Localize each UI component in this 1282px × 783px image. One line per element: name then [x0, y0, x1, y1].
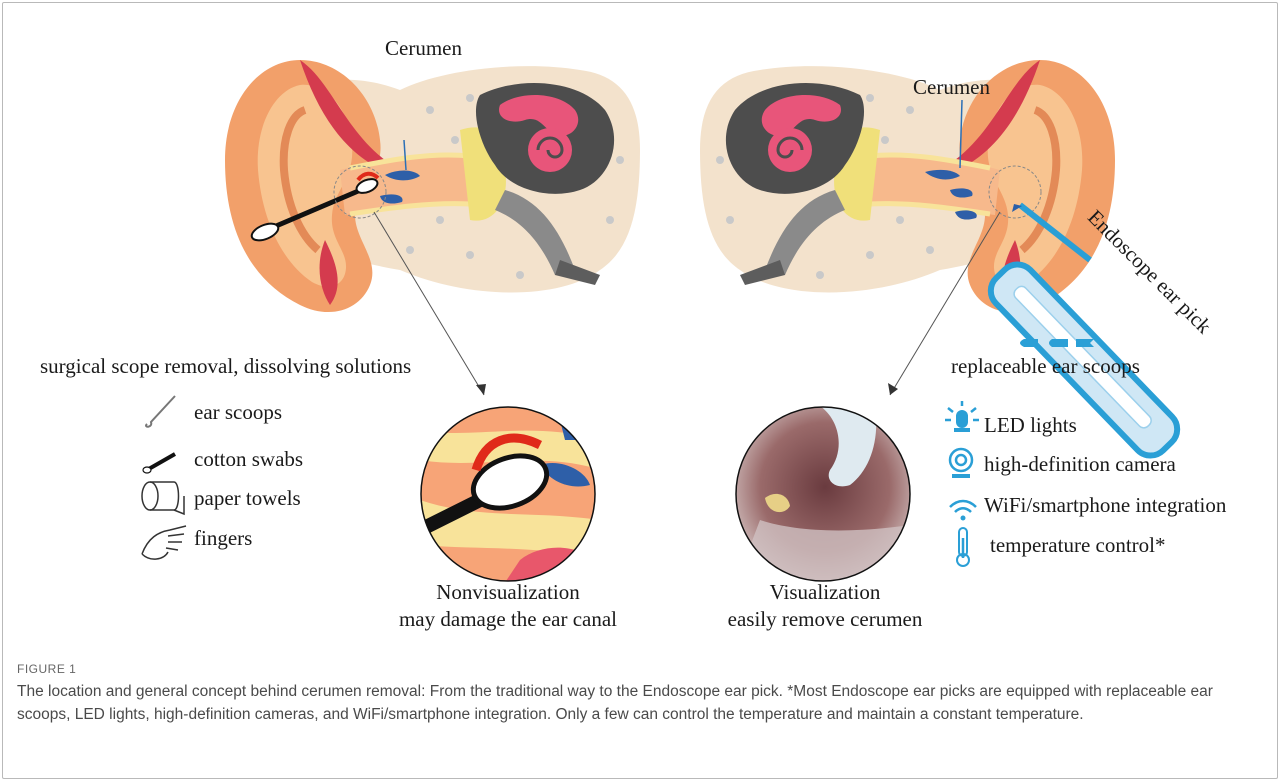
led-light-icon: [944, 400, 980, 441]
caption-line: easily remove cerumen: [700, 606, 950, 633]
caption-line: Visualization: [700, 579, 950, 606]
scoop-tips: [1020, 339, 1094, 347]
traditional-item-label: fingers: [194, 526, 252, 551]
replaceable-label: replaceable ear scoops: [951, 354, 1140, 379]
caption-nonvisualization: Nonvisualization may damage the ear cana…: [370, 579, 646, 633]
traditional-item-label: paper towels: [194, 486, 301, 511]
traditional-item-label: ear scoops: [194, 400, 282, 425]
feature-label: LED lights: [984, 413, 1077, 438]
caption-line: may damage the ear canal: [370, 606, 646, 633]
paper-towel-icon: [140, 478, 186, 523]
caption-visualization: Visualization easily remove cerumen: [700, 579, 950, 633]
right-ear-anatomy: [700, 60, 1115, 312]
cerumen-label-right: Cerumen: [913, 75, 990, 100]
traditional-heading: surgical scope removal, dissolving solut…: [40, 354, 411, 379]
finger-icon: [138, 518, 188, 569]
cotton-swab-icon: [141, 446, 181, 481]
feature-label: high-definition camera: [984, 452, 1176, 477]
feature-label: temperature control*: [990, 533, 1166, 558]
left-ear-anatomy: [225, 60, 640, 312]
camera-icon: [946, 446, 976, 487]
magnified-view-swab: [420, 406, 600, 590]
thermometer-icon: [952, 526, 974, 573]
traditional-item-label: cotton swabs: [194, 447, 303, 472]
figure-caption: The location and general concept behind …: [17, 681, 1262, 726]
cerumen-label-left: Cerumen: [385, 36, 462, 61]
figure-label: FIGURE 1: [17, 662, 76, 676]
ear-scoop-icon: [141, 390, 181, 435]
wifi-icon: [948, 498, 978, 527]
feature-label: WiFi/smartphone integration: [984, 493, 1226, 518]
caption-line: Nonvisualization: [370, 579, 646, 606]
